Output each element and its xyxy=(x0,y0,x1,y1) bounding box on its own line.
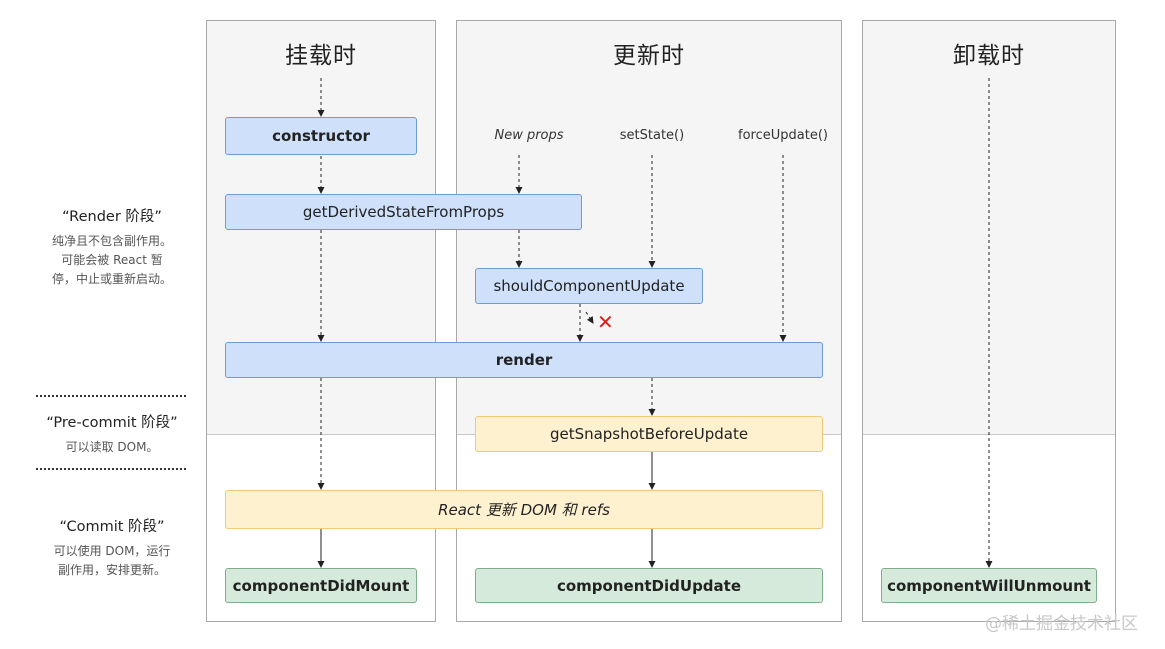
precommit-phase-title: “Pre-commit 阶段” xyxy=(46,415,178,431)
commit-phase-desc-line: 可以使用 DOM，运行 xyxy=(53,544,171,558)
trigger-new-props: New props xyxy=(494,128,564,143)
render-phase-desc-line: 纯净且不包含副作用。 xyxy=(51,234,172,248)
cancel-icon: ✕ xyxy=(597,310,614,334)
precommit-phase-desc: 可以读取 DOM。 xyxy=(0,438,224,457)
commit-phase-title: “Commit 阶段” xyxy=(59,519,165,535)
should-component-update-box: shouldComponentUpdate xyxy=(475,268,703,304)
render-phase-desc-line: 可能会被 React 暂 xyxy=(61,253,163,267)
constructor-box: constructor xyxy=(225,117,417,155)
component-did-update-box: componentDidUpdate xyxy=(475,568,823,603)
commit-phase-desc-line: 副作用，安排更新。 xyxy=(57,563,166,577)
react-update-dom-box: React 更新 DOM 和 refs xyxy=(225,490,823,529)
render-phase-desc-line: 停，中止或重新启动。 xyxy=(51,272,172,286)
commit-phase-desc: 可以使用 DOM，运行 副作用，安排更新。 xyxy=(0,542,224,580)
unmount-column-title: 卸载时 xyxy=(953,43,1025,69)
render-box: render xyxy=(225,342,823,378)
render-phase-title: “Render 阶段” xyxy=(62,209,162,225)
update-column-title: 更新时 xyxy=(613,43,685,69)
phase-separator xyxy=(36,395,186,397)
get-derived-state-box: getDerivedStateFromProps xyxy=(225,194,582,230)
precommit-phase-desc-line: 可以读取 DOM。 xyxy=(65,440,159,454)
trigger-set-state: setState() xyxy=(619,128,685,143)
render-phase-desc: 纯净且不包含副作用。 可能会被 React 暂 停，中止或重新启动。 xyxy=(0,232,224,289)
mount-column-title: 挂载时 xyxy=(285,43,357,69)
component-did-mount-box: componentDidMount xyxy=(225,568,417,603)
trigger-force-update: forceUpdate() xyxy=(738,128,828,143)
component-will-unmount-box: componentWillUnmount xyxy=(881,568,1097,603)
get-snapshot-box: getSnapshotBeforeUpdate xyxy=(475,416,823,452)
arrow-shouldupdate-cancel xyxy=(585,311,594,324)
phase-separator xyxy=(36,468,186,470)
watermark: @稀土掘金技术社区 xyxy=(985,614,1138,634)
